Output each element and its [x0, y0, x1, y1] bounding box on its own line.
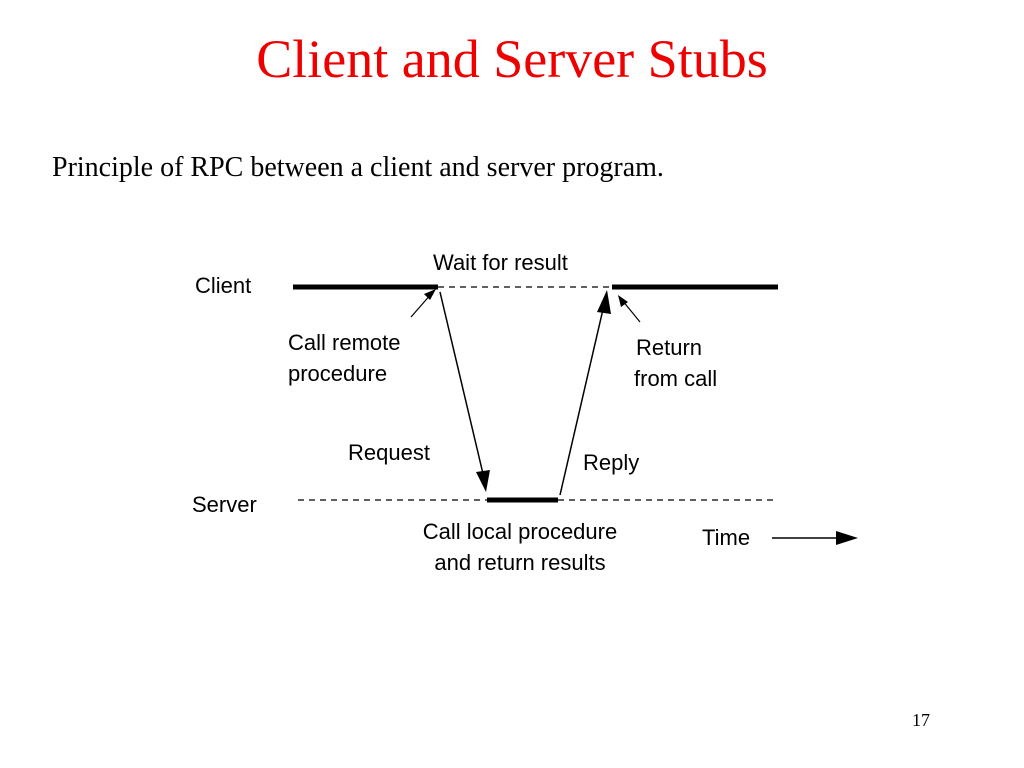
- reply-arrow: [559, 304, 605, 496]
- page-number: 17: [912, 710, 930, 730]
- client-label: Client: [195, 273, 251, 298]
- local-procedure-label-line2: and return results: [434, 550, 605, 575]
- reply-arrowhead: [597, 290, 611, 314]
- call-remote-pointer-arrowhead: [424, 289, 436, 300]
- slide-title: Client and Server Stubs: [256, 29, 768, 89]
- return-label-line1: Return: [636, 335, 702, 360]
- time-arrowhead: [836, 531, 858, 545]
- request-arrowhead: [476, 470, 490, 492]
- return-pointer-arrowhead: [618, 295, 628, 307]
- local-procedure-label-line1: Call local procedure: [423, 519, 617, 544]
- request-arrow: [439, 291, 485, 479]
- call-remote-label-line2: procedure: [288, 361, 387, 386]
- call-remote-label-line1: Call remote: [288, 330, 400, 355]
- reply-label: Reply: [583, 450, 639, 475]
- wait-for-result-label: Wait for result: [433, 250, 568, 275]
- request-label: Request: [348, 440, 430, 465]
- slide-subtitle: Principle of RPC between a client and se…: [52, 152, 664, 183]
- server-label: Server: [192, 492, 257, 517]
- return-label-line2: from call: [634, 366, 717, 391]
- time-label: Time: [702, 525, 750, 550]
